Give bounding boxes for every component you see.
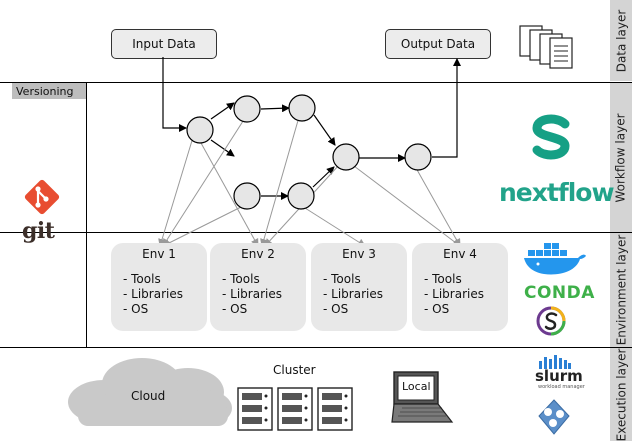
edge xyxy=(313,114,336,146)
documents-icon xyxy=(519,25,573,69)
edge xyxy=(210,139,235,157)
workflow-manager-icon xyxy=(538,399,570,435)
versioning-label: Versioning xyxy=(12,83,86,99)
edge xyxy=(210,102,235,120)
workflow-layer-label: Workflow layer xyxy=(610,83,632,232)
environment-box: Env 2 - Tools - Libraries - OS xyxy=(210,243,306,331)
workflow-node xyxy=(404,143,432,171)
env-link xyxy=(353,165,461,247)
snakemake-icon xyxy=(532,114,570,160)
docker-icon xyxy=(524,243,586,275)
env-link xyxy=(162,117,246,247)
edge xyxy=(432,58,461,158)
env-link xyxy=(200,142,259,247)
workflow-node xyxy=(233,95,261,123)
singularity-icon xyxy=(536,306,566,336)
environment-layer-label: Environment layer xyxy=(610,233,632,347)
workflow-node xyxy=(332,143,360,171)
cloud-label: Cloud xyxy=(131,389,166,403)
workflow-node xyxy=(287,182,315,210)
cluster-servers-icon xyxy=(237,387,353,431)
cluster-label: Cluster xyxy=(273,363,316,377)
separator-line xyxy=(0,82,632,83)
git-logo-text: git xyxy=(22,218,55,244)
workflow-node xyxy=(233,182,261,210)
cloud-icon xyxy=(68,358,232,426)
laptop-icon xyxy=(391,371,454,423)
workflow-node xyxy=(186,116,214,144)
separator-line xyxy=(0,347,632,348)
git-diamond-icon xyxy=(24,179,60,215)
separator-line xyxy=(0,232,632,233)
edge xyxy=(260,104,290,113)
input-data-box: Input Data xyxy=(111,29,217,59)
environment-box: Env 4 - Tools - Libraries - OS xyxy=(412,243,508,331)
data-layer-label: Data layer xyxy=(610,0,632,81)
slurm-bars-icon xyxy=(539,355,571,369)
nextflow-logo: nextflow xyxy=(499,178,615,207)
environment-box: Env 1 - Tools - Libraries - OS xyxy=(111,243,207,331)
separator-line xyxy=(86,82,87,347)
env-link xyxy=(415,167,461,247)
local-label: Local xyxy=(402,380,431,393)
env-link xyxy=(260,116,300,247)
slurm-subtitle: workload manager xyxy=(538,384,585,390)
environment-box: Env 3 - Tools - Libraries - OS xyxy=(311,243,407,331)
env-link xyxy=(158,133,195,247)
env-link xyxy=(162,205,244,247)
edge xyxy=(312,166,335,188)
env-link xyxy=(304,207,366,247)
slurm-logo-text: slurm xyxy=(535,367,583,385)
edge xyxy=(162,57,187,132)
conda-logo: CONDA xyxy=(524,283,595,303)
output-data-box: Output Data xyxy=(385,29,491,59)
workflow-node xyxy=(288,94,316,122)
execution-layer-label: Execution layer xyxy=(610,348,632,441)
